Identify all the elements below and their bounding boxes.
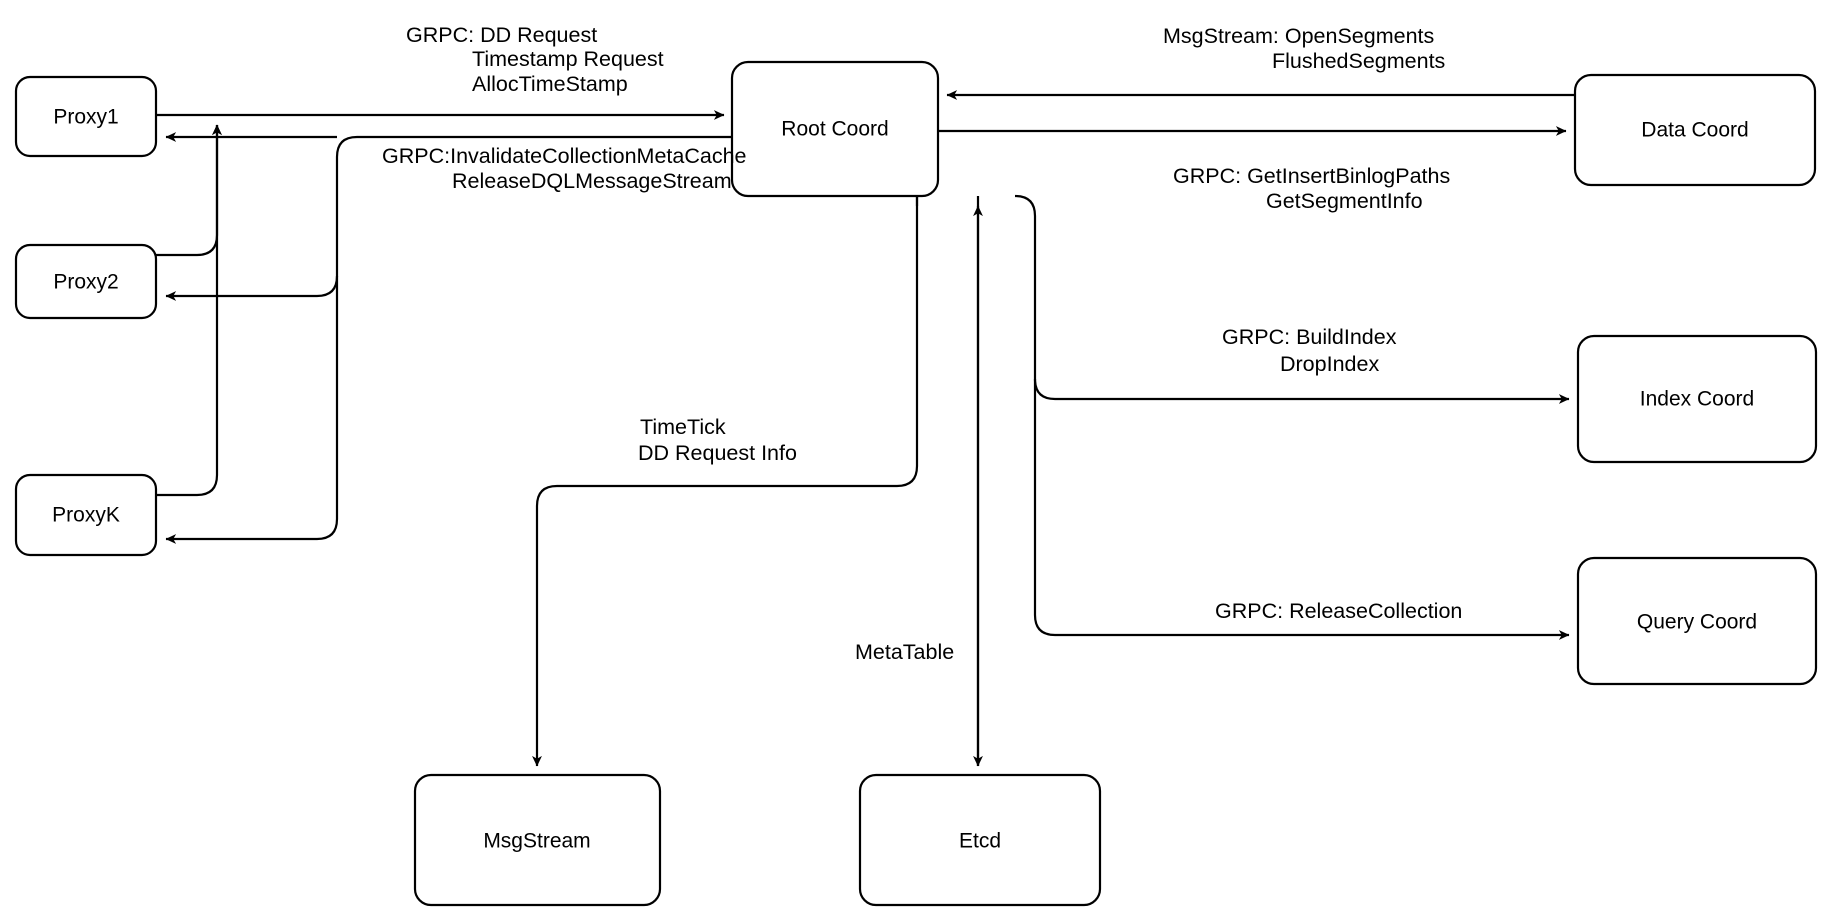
nodes-layer: Proxy1 Proxy2 ProxyK Root Coord Data Coo…	[14, 60, 1818, 907]
node-msgstream-box[interactable]	[413, 773, 662, 907]
edge-label-line: ReleaseDQLMessageStream	[452, 169, 732, 193]
edge-rootcoord-to-msgstream	[532, 196, 919, 767]
node-indexcoord-box[interactable]	[1576, 334, 1818, 464]
node-indexcoord-label: Index Coord	[1640, 388, 1754, 411]
node-proxy1[interactable]: Proxy1	[14, 75, 158, 158]
node-datacoord-box[interactable]	[1573, 73, 1817, 187]
edge-label-line: Timestamp Request	[472, 47, 664, 71]
node-querycoord[interactable]: Query Coord	[1576, 556, 1818, 686]
node-proxyk-box[interactable]	[14, 473, 158, 557]
edge-rootcoord-to-proxy1	[165, 135, 732, 544]
node-proxy2[interactable]: Proxy2	[14, 243, 158, 320]
edge-label-rootcoord-to-datacoord: GRPC: GetInsertBinlogPaths GetSegmentInf…	[1173, 164, 1450, 213]
node-proxyk[interactable]: ProxyK	[14, 473, 158, 557]
edge-label-line: TimeTick	[640, 415, 726, 439]
edge-label-rootcoord-to-indexcoord: GRPC: BuildIndex DropIndex	[1222, 325, 1397, 376]
node-datacoord-label: Data Coord	[1641, 119, 1748, 142]
edge-label-metatable: MetaTable	[855, 640, 954, 664]
node-rootcoord[interactable]: Root Coord	[730, 60, 940, 198]
edge-proxy2-to-trunk	[156, 124, 222, 257]
node-rootcoord-label: Root Coord	[781, 118, 888, 141]
node-proxy1-label: Proxy1	[53, 106, 118, 129]
node-proxy2-label: Proxy2	[53, 271, 118, 294]
node-msgstream[interactable]: MsgStream	[413, 773, 662, 907]
edge-label-rootcoord-to-msgstream: TimeTick DD Request Info	[638, 415, 797, 465]
edge-trunk-branch-proxy2	[287, 275, 339, 298]
node-indexcoord[interactable]: Index Coord	[1576, 334, 1818, 464]
node-msgstream-label: MsgStream	[483, 830, 590, 853]
edge-rootcoord-right-trunk	[1014, 194, 1570, 640]
edge-label-line: GRPC: ReleaseCollection	[1215, 599, 1462, 623]
edge-labels-layer: GRPC: DD Request Timestamp Request Alloc…	[382, 23, 1462, 664]
node-etcd[interactable]: Etcd	[858, 773, 1102, 907]
edge-proxyk-to-trunk	[156, 124, 222, 497]
node-querycoord-box[interactable]	[1576, 556, 1818, 686]
edge-label-line: GRPC: BuildIndex	[1222, 325, 1397, 349]
node-querycoord-label: Query Coord	[1637, 611, 1757, 634]
edge-label-line: DD Request Info	[638, 441, 797, 465]
edge-label-proxy-to-rootcoord: GRPC: DD Request Timestamp Request Alloc…	[406, 23, 664, 96]
edge-label-line: GetSegmentInfo	[1266, 189, 1423, 213]
node-proxy2-box[interactable]	[14, 243, 158, 320]
edge-label-rootcoord-to-proxy: GRPC:InvalidateCollectionMetaCache Relea…	[382, 144, 746, 193]
edges-layer	[156, 90, 1575, 767]
edge-label-line: GRPC:InvalidateCollectionMetaCache	[382, 144, 746, 168]
edge-label-line: GRPC: DD Request	[406, 23, 597, 47]
edge-trunk-to-indexcoord	[1033, 378, 1570, 404]
edge-label-line: MsgStream: OpenSegments	[1163, 24, 1434, 48]
edge-label-datacoord-to-rootcoord: MsgStream: OpenSegments FlushedSegments	[1163, 24, 1445, 73]
node-rootcoord-box[interactable]	[730, 60, 940, 198]
node-proxy1-box[interactable]	[14, 75, 158, 158]
edge-label-line: MetaTable	[855, 640, 954, 664]
edge-label-line: GRPC: GetInsertBinlogPaths	[1173, 164, 1450, 188]
edge-label-line: FlushedSegments	[1272, 49, 1445, 73]
edge-label-line: AllocTimeStamp	[472, 72, 628, 96]
edge-label-rootcoord-to-querycoord: GRPC: ReleaseCollection	[1215, 599, 1462, 623]
node-datacoord[interactable]: Data Coord	[1573, 73, 1817, 187]
node-proxyk-label: ProxyK	[52, 504, 120, 527]
node-etcd-label: Etcd	[959, 830, 1001, 853]
edge-label-line: DropIndex	[1280, 352, 1379, 376]
node-etcd-box[interactable]	[858, 773, 1102, 907]
